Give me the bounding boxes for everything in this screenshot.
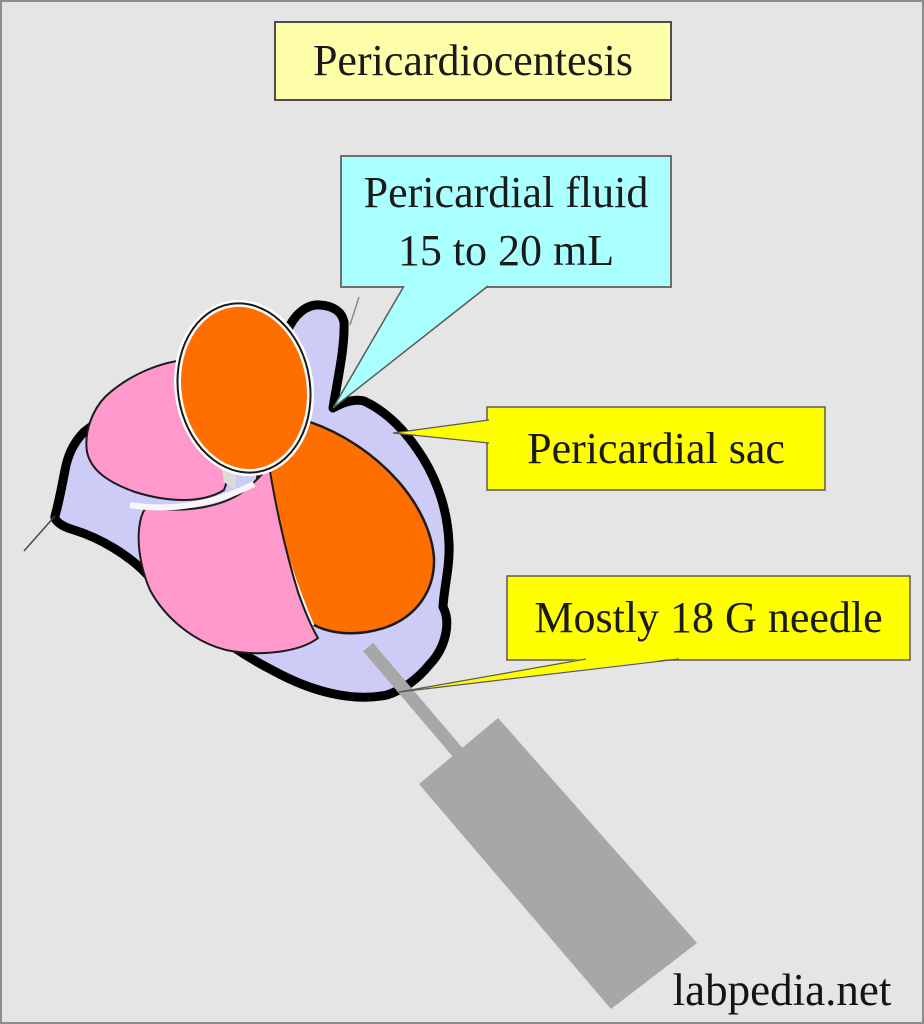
needle-shaft bbox=[363, 642, 465, 760]
sac-callout-tail bbox=[393, 420, 489, 443]
needle-tail-edge-top bbox=[398, 658, 587, 693]
title-box-shape bbox=[274, 21, 672, 101]
needle-callout-shape bbox=[506, 575, 911, 661]
callout-shapes bbox=[274, 21, 911, 693]
fluid-callout-line1: Pericardial fluid bbox=[363, 167, 649, 217]
needle-tail-edge-bottom bbox=[398, 658, 680, 693]
fluid-callout-label: Pericardial fluid 15 to 20 mL bbox=[341, 156, 671, 287]
fluid-tail-edge-right bbox=[332, 285, 489, 409]
sac-callout-text: Pericardial sac bbox=[527, 423, 785, 473]
fluid-tail-edge-left bbox=[332, 285, 405, 409]
heart-sliver-between-pinks bbox=[129, 481, 256, 511]
heart-aorta-oval-outline bbox=[176, 302, 312, 474]
fluid-callout-shape bbox=[340, 155, 672, 288]
needle-callout-text: Mostly 18 G needle bbox=[534, 593, 883, 642]
sac-callout-label: Pericardial sac bbox=[487, 407, 825, 490]
sac-callout-shape bbox=[486, 406, 826, 491]
sac-whisker-top bbox=[349, 296, 360, 326]
watermark-text: labpedia.net bbox=[672, 965, 892, 1015]
page-title-text: Pericardiocentesis bbox=[312, 36, 634, 85]
sac-whisker-left bbox=[23, 515, 56, 552]
page-title: Pericardiocentesis bbox=[275, 22, 671, 100]
sac-tail-edge-top bbox=[392, 419, 490, 434]
needle-graphic bbox=[363, 642, 697, 1009]
sac-tail-edge-bottom bbox=[392, 432, 490, 444]
syringe-barrel bbox=[419, 718, 697, 1009]
heart-illustration bbox=[23, 296, 454, 702]
fluid-callout-line2: 15 to 20 mL bbox=[397, 225, 615, 275]
needle-callout-label: Mostly 18 G needle bbox=[507, 576, 910, 660]
watermark: labpedia.net bbox=[654, 964, 910, 1016]
